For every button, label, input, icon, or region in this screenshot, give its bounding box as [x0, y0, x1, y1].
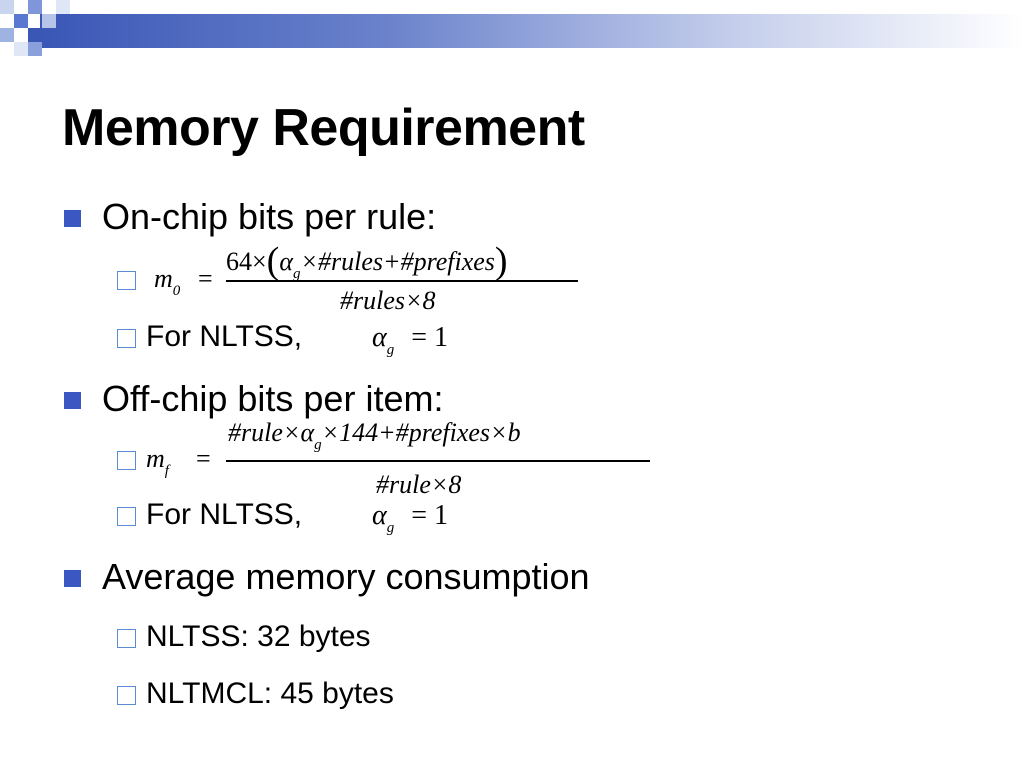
bullet-label: Average memory consumption: [102, 556, 590, 597]
banner-square: [14, 42, 28, 56]
banner-square: [28, 0, 42, 14]
sub-bullet-label: NLTMCL: 45 bytes: [146, 677, 394, 710]
formula-alpha-g: αg = 1: [372, 322, 448, 358]
banner-square: [14, 14, 28, 28]
title-banner: [0, 0, 1024, 62]
square-bullet-icon: [64, 210, 81, 227]
fraction-bar: [226, 280, 578, 282]
formula-equals: =: [198, 264, 213, 293]
banner-square: [28, 28, 42, 42]
hollow-square-bullet-icon: [117, 686, 136, 705]
slide-title: Memory Requirement: [62, 99, 585, 157]
formula-lhs: m: [146, 444, 165, 473]
hollow-square-bullet-icon: [117, 329, 136, 348]
square-bullet-icon: [64, 392, 81, 409]
banner-gradient-strip: [40, 14, 1024, 48]
hollow-square-bullet-icon: [117, 507, 136, 526]
banner-square: [0, 28, 14, 42]
formula-lhs-sub: f: [164, 463, 169, 479]
formula-denominator: #rules×8: [340, 286, 436, 315]
formula-lhs-sub: 0: [172, 283, 181, 299]
sub-bullet-label: For NLTSS,: [146, 498, 303, 531]
banner-square: [56, 0, 70, 14]
square-bullet-icon: [64, 570, 81, 587]
banner-square: [0, 0, 14, 14]
formula-denominator: #rule×8: [376, 470, 462, 499]
bullet-label: On-chip bits per rule:: [102, 196, 437, 237]
formula-equals: =: [196, 444, 211, 473]
formula-numerator: #rule×αg×144+#prefixes×b: [228, 418, 521, 453]
hollow-square-bullet-icon: [117, 271, 136, 290]
sub-bullet-label: NLTSS: 32 bytes: [146, 620, 371, 653]
formula-lhs: m: [154, 264, 173, 293]
formula-numerator: 64×(αg×#rules+#prefixes): [226, 240, 508, 282]
hollow-square-bullet-icon: [117, 451, 136, 470]
formula-mf: mf = #rule×αg×144+#prefixes×b #rule×8: [146, 418, 666, 502]
banner-square: [28, 42, 42, 56]
banner-square: [42, 14, 56, 28]
fraction-bar: [226, 460, 650, 462]
sub-bullet-label: For NLTSS,: [146, 320, 303, 353]
hollow-square-bullet-icon: [117, 629, 136, 648]
formula-alpha-g: αg = 1: [372, 500, 448, 536]
bullet-label: Off-chip bits per item:: [102, 378, 444, 419]
formula-m0: m0 = 64×(αg×#rules+#prefixes) #rules×8: [150, 236, 600, 316]
